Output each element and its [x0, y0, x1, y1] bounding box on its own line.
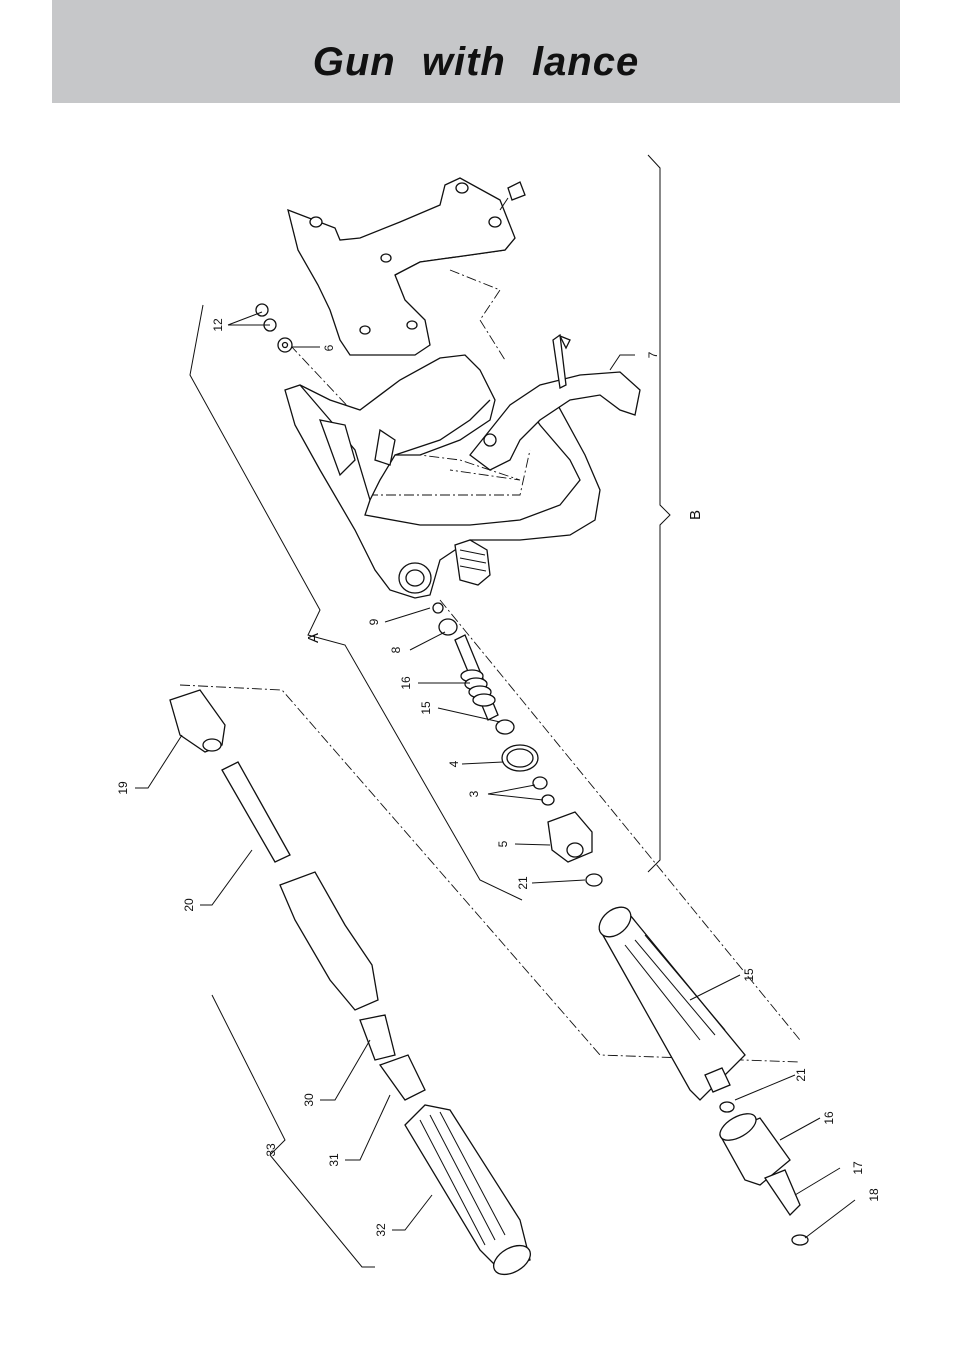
callout-20: 20	[182, 898, 196, 912]
valve-parts	[432, 602, 603, 887]
callout-15-grip: 15	[742, 968, 756, 982]
callout-21-grip: 21	[794, 1068, 808, 1082]
bracket-group-b: B	[647, 154, 704, 873]
page-title: Gun with lance	[312, 40, 640, 84]
callout-3: 3	[467, 790, 481, 797]
gun-housing-cover	[287, 177, 516, 356]
callout-33: 33	[264, 1143, 278, 1157]
callout-16-coupling: 16	[822, 1111, 836, 1125]
callout-17: 17	[851, 1161, 865, 1175]
callout-15-seat: 15	[419, 701, 433, 715]
callout-16-spring: 16	[399, 676, 413, 690]
lance-coupling	[719, 1113, 809, 1246]
header-band: Gun with lance	[52, 0, 900, 103]
callout-4: 4	[447, 760, 461, 767]
callout-32: 32	[374, 1223, 388, 1237]
callout-21-valve: 21	[516, 876, 530, 890]
bracket-group-33: 33	[211, 994, 375, 1268]
callout-5: 5	[496, 840, 510, 847]
callout-8: 8	[389, 646, 403, 653]
gun-housing-body	[284, 354, 601, 599]
callout-7: 7	[646, 351, 660, 358]
nut-set	[255, 303, 293, 353]
bracket-group-a: A	[189, 304, 523, 901]
callout-31: 31	[327, 1153, 341, 1167]
callout-30: 30	[302, 1093, 316, 1107]
callout-labels: 12 6 7 9 8 16 15 4 3 5 21 19 20 30 31 32…	[116, 318, 881, 1237]
nozzle-parts	[169, 689, 531, 1276]
callout-19: 19	[116, 781, 130, 795]
callout-6: 6	[322, 344, 336, 351]
group-label-b: B	[687, 510, 704, 520]
group-label-a: A	[305, 633, 322, 643]
screw	[499, 181, 526, 211]
callout-12: 12	[211, 318, 225, 332]
leader-lines	[135, 311, 856, 1239]
trigger	[469, 333, 641, 471]
callout-18: 18	[867, 1188, 881, 1202]
callout-9: 9	[367, 618, 381, 625]
lance-grip	[598, 906, 746, 1113]
